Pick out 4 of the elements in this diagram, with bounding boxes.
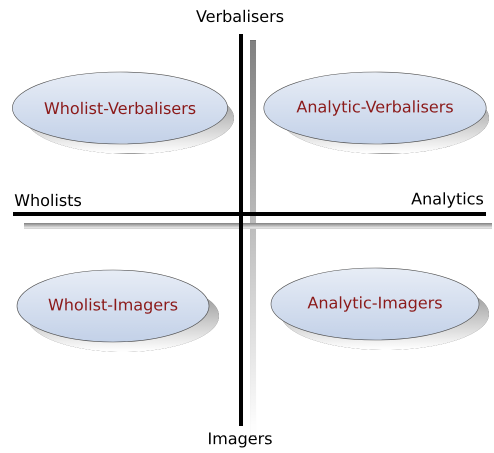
axis-label: Verbalisers	[196, 10, 284, 22]
axis-label: Analytics	[411, 192, 484, 208]
axis-label: Imagers	[209, 432, 272, 448]
axis-label: Wholists	[14, 194, 82, 206]
